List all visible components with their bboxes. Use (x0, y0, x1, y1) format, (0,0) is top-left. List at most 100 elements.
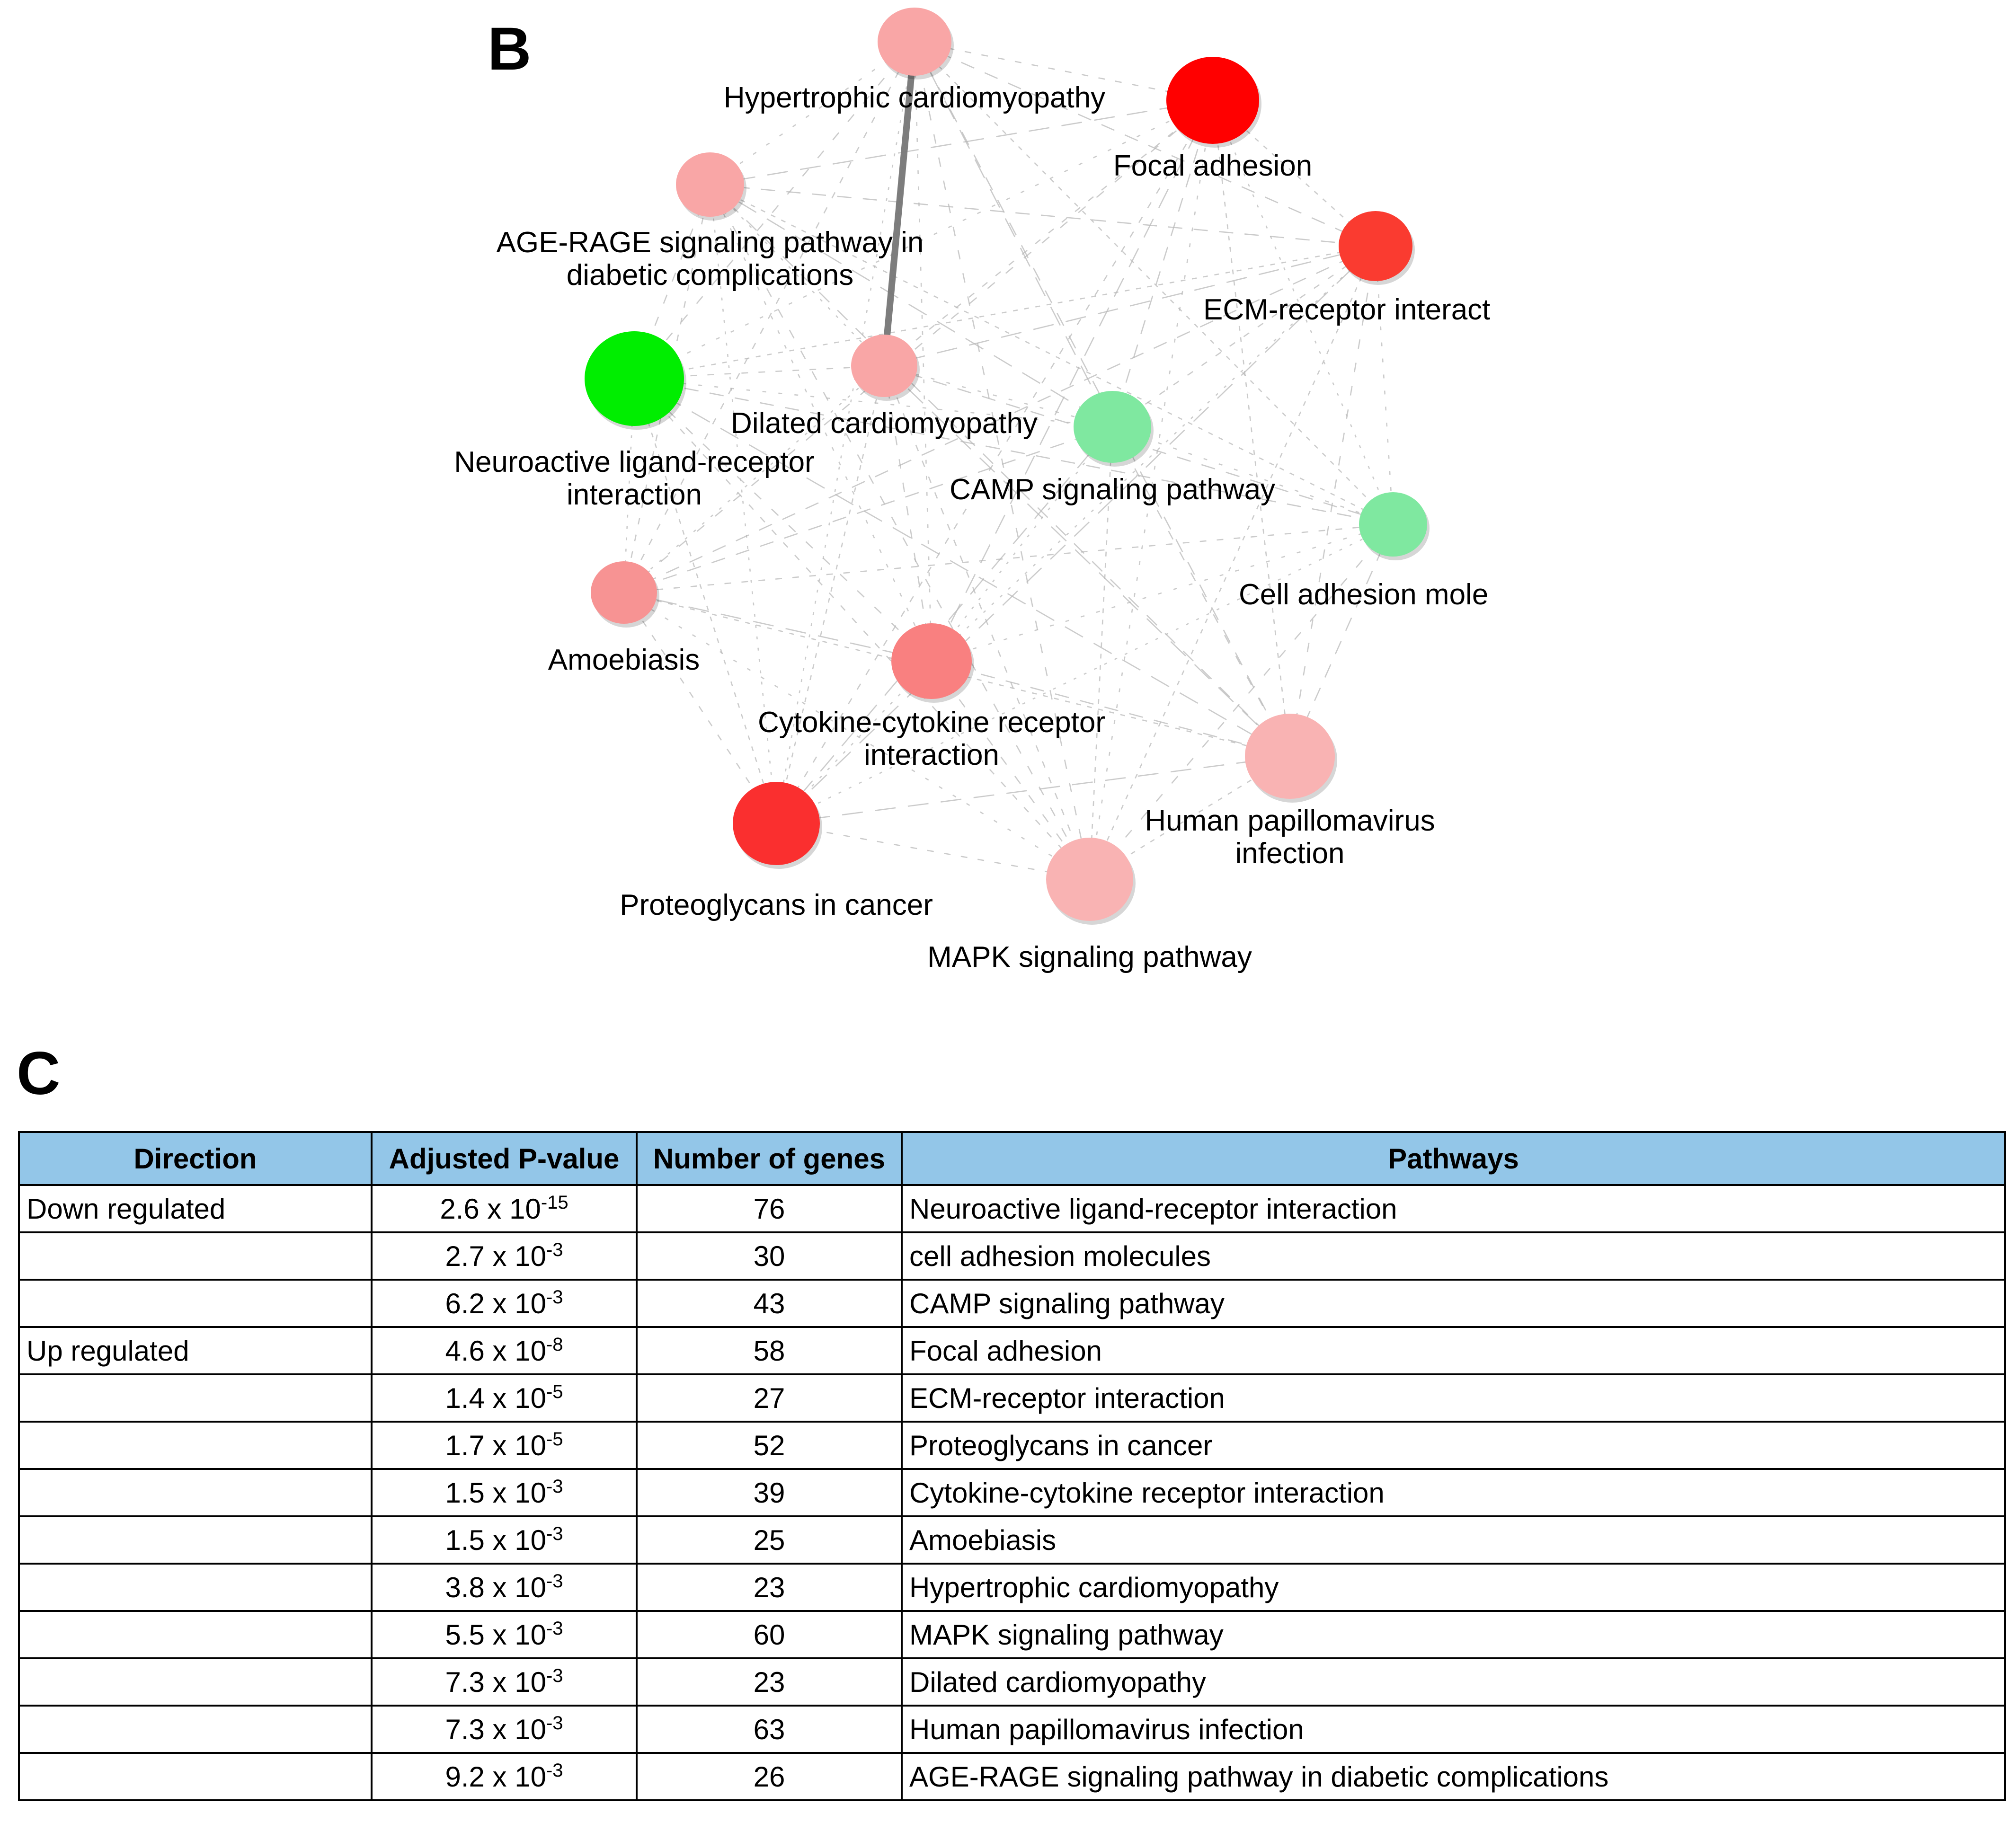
p-value-mantissa: 5.5 x 10 (445, 1619, 546, 1651)
p-value-exponent: -8 (546, 1334, 563, 1355)
network-edge (775, 41, 915, 824)
network-edge (1089, 100, 1214, 880)
network-edge (634, 378, 1394, 525)
network-node-focal-adhesion[interactable] (1166, 57, 1261, 148)
cell-pathway: MAPK signaling pathway (901, 1610, 2006, 1659)
network-edge (709, 184, 777, 824)
network-node-cell-adhesion-molecules[interactable] (1359, 492, 1430, 560)
network-edge (710, 184, 1290, 757)
column-header-number-of-genes: Number of genes (636, 1131, 903, 1186)
network-edge (634, 378, 1290, 757)
node-circle[interactable] (1074, 391, 1151, 463)
node-circle[interactable] (1166, 57, 1259, 144)
network-edge (931, 426, 1113, 662)
p-value-mantissa: 9.2 x 10 (445, 1760, 546, 1793)
node-circle[interactable] (585, 331, 684, 426)
network-edge (709, 184, 933, 662)
network-node-neuroactive-ligand-receptor[interactable] (585, 331, 686, 430)
network-edge (884, 99, 1213, 367)
network-edge (1112, 245, 1376, 428)
network-edge (931, 523, 1394, 662)
p-value-mantissa: 6.2 x 10 (445, 1287, 546, 1319)
pathway-network-graph (585, 8, 1430, 925)
cell-number-of-genes: 30 (636, 1231, 903, 1281)
network-edge (623, 100, 1213, 593)
cell-number-of-genes: 63 (636, 1705, 903, 1754)
network-edge (623, 592, 932, 662)
network-node-hypertrophic-cardiomyopathy[interactable] (878, 8, 954, 80)
cell-adjusted-p-value: 2.6 x 10-15 (371, 1184, 638, 1233)
node-circle[interactable] (676, 152, 744, 217)
cell-pathway: Hypertrophic cardiomyopathy (901, 1563, 2006, 1612)
pathway-enrichment-table: Direction Adjusted P-value Number of gen… (18, 1131, 2006, 1801)
network-edge (1089, 524, 1394, 880)
cell-direction (18, 1705, 373, 1754)
node-circle[interactable] (733, 782, 820, 865)
cell-pathway: Dilated cardiomyopathy (901, 1657, 2006, 1707)
cell-number-of-genes: 25 (636, 1515, 903, 1565)
network-edge (623, 592, 777, 824)
network-edge (931, 246, 1376, 662)
network-node-human-papillomavirus[interactable] (1245, 714, 1337, 803)
node-circle[interactable] (878, 8, 951, 76)
cell-pathway: Focal adhesion (901, 1326, 2006, 1375)
network-node-ecm-receptor-interaction[interactable] (1339, 211, 1415, 285)
network-nodes (585, 8, 1430, 925)
p-value-exponent: -3 (546, 1760, 563, 1781)
p-value-exponent: -3 (546, 1712, 563, 1734)
cell-direction: Up regulated (18, 1326, 373, 1375)
p-value-exponent: -3 (546, 1665, 563, 1686)
cell-adjusted-p-value: 3.8 x 10-3 (371, 1563, 638, 1612)
cell-adjusted-p-value: 7.3 x 10-3 (371, 1705, 638, 1754)
network-edge (884, 245, 1376, 367)
node-circle[interactable] (1339, 211, 1412, 281)
network-edge (623, 41, 915, 593)
network-node-mapk-signaling-pathway[interactable] (1046, 838, 1136, 925)
network-edge (1089, 426, 1113, 880)
network-node-amoebiasis[interactable] (591, 561, 659, 628)
cell-direction (18, 1563, 373, 1612)
network-edge (710, 184, 885, 366)
cell-pathway: Proteoglycans in cancer (901, 1421, 2006, 1470)
network-edge (710, 184, 1113, 428)
network-edge (914, 41, 933, 662)
cell-direction (18, 1421, 373, 1470)
p-value-exponent: -3 (546, 1476, 563, 1497)
node-circle[interactable] (1245, 714, 1335, 799)
cell-direction (18, 1279, 373, 1328)
node-circle[interactable] (1046, 838, 1133, 921)
network-edge (710, 184, 1376, 247)
cell-pathway: CAMP signaling pathway (901, 1279, 2006, 1328)
cell-direction (18, 1610, 373, 1659)
cell-pathway: cell adhesion molecules (901, 1231, 2006, 1281)
p-value-mantissa: 1.4 x 10 (445, 1382, 546, 1414)
cell-direction (18, 1657, 373, 1707)
network-node-age-rage[interactable] (676, 152, 746, 221)
p-value-exponent: -3 (546, 1286, 563, 1308)
cell-number-of-genes: 76 (636, 1184, 903, 1233)
node-circle[interactable] (851, 335, 917, 397)
node-circle[interactable] (1359, 492, 1427, 557)
network-edge (634, 378, 1090, 880)
network-node-camp-signaling-pathway[interactable] (1074, 391, 1154, 467)
network-node-proteoglycans-in-cancer[interactable] (733, 782, 822, 869)
p-value-mantissa: 4.6 x 10 (445, 1335, 546, 1367)
node-circle[interactable] (591, 561, 657, 624)
network-node-dilated-cardiomyopathy[interactable] (851, 335, 920, 401)
network-node-cytokine-cytokine-receptor[interactable] (891, 623, 974, 703)
network-edge (623, 245, 1376, 593)
node-circle[interactable] (891, 623, 972, 699)
cell-adjusted-p-value: 1.7 x 10-5 (371, 1421, 638, 1470)
p-value-exponent: -3 (546, 1570, 563, 1592)
table-header-row: Direction Adjusted P-value Number of gen… (18, 1131, 2006, 1186)
network-edge-highlighted (881, 41, 918, 366)
